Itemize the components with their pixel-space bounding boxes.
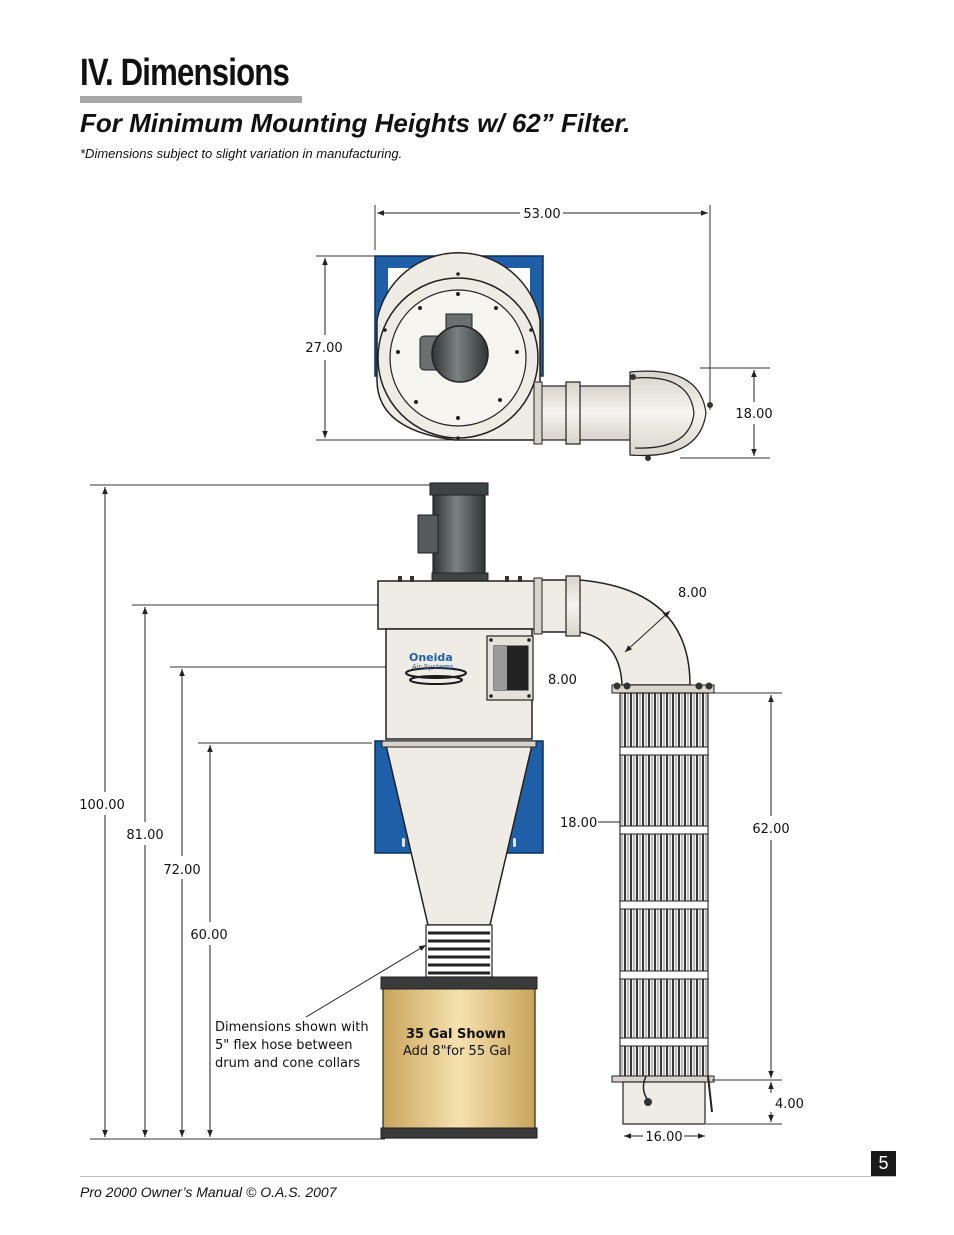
oneida-logo: Oneida Air Systems (405, 651, 467, 685)
page-title: IV. Dimensions (80, 52, 290, 94)
svg-text:Oneida: Oneida (409, 651, 453, 664)
hose-note-line-1: Dimensions shown with (215, 1020, 369, 1035)
dim-inlet-dia-8: 8.00 (548, 673, 577, 688)
hose-note-line-3: drum and cone collars (215, 1056, 360, 1071)
dim-filter-62: 62.00 (752, 822, 789, 837)
dim-depth-27: 27.00 (305, 341, 342, 356)
side-view: 100.00 81.00 72.00 60.00 8.00 (79, 482, 804, 1145)
dim-filter-18: 18.00 (560, 816, 597, 831)
manufacturing-note: *Dimensions subject to slight variation … (80, 146, 403, 161)
dim-outlet-18: 18.00 (735, 407, 772, 422)
drum-sub-label: Add 8"for 55 Gal (403, 1044, 511, 1059)
top-view: 53.00 27.00 18.00 (305, 205, 773, 461)
drum-label: 35 Gal Shown (406, 1027, 506, 1042)
footer-manual-title: Pro 2000 Owner’s Manual © O.A.S. 2007 (80, 1184, 337, 1200)
dim-width-53: 53.00 (523, 207, 560, 222)
svg-text:Air Systems: Air Systems (412, 663, 454, 671)
dim-bin-16: 16.00 (645, 1130, 682, 1145)
dim-bin-4: 4.00 (775, 1097, 804, 1112)
footer-divider (80, 1176, 896, 1177)
page-subtitle: For Minimum Mounting Heights w/ 62” Filt… (80, 108, 631, 138)
dim-elbow-8: 8.00 (678, 586, 707, 601)
dim-inlet-81: 81.00 (126, 828, 163, 843)
dim-overall-100: 100.00 (79, 798, 125, 813)
dim-cone-60: 60.00 (190, 928, 227, 943)
hose-note-line-2: 5" flex hose between (215, 1038, 352, 1053)
page-number: 5 (871, 1151, 896, 1176)
dim-logo-72: 72.00 (163, 863, 200, 878)
title-underline (80, 96, 302, 103)
